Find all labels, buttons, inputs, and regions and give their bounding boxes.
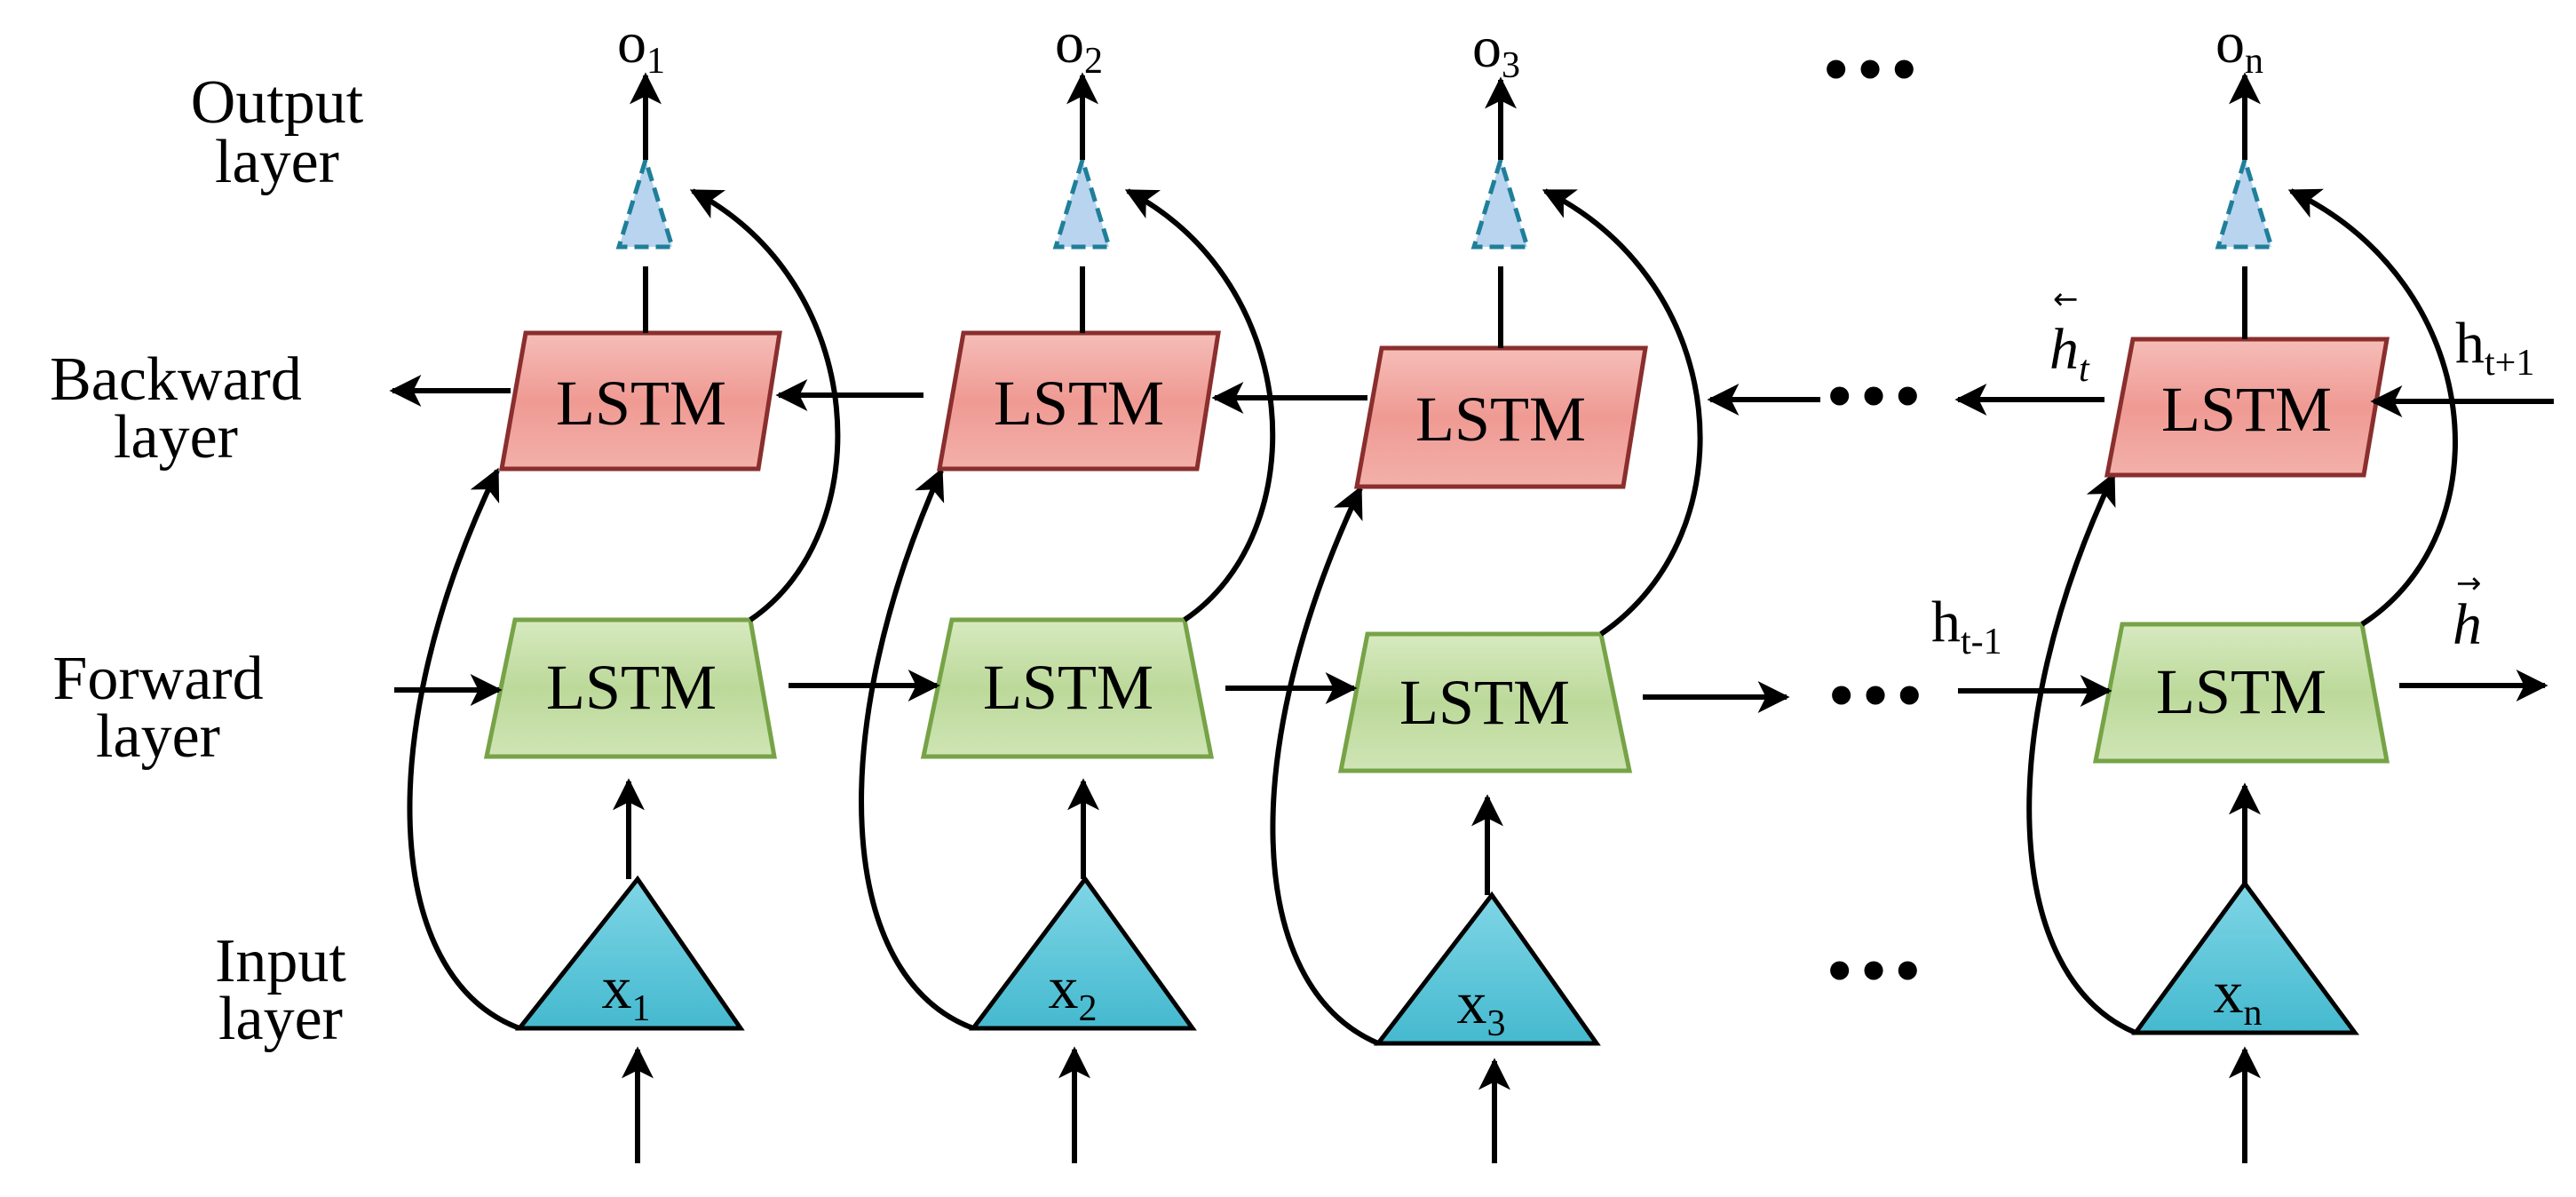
h-backward-arrow-accent: ←	[2053, 281, 2079, 317]
backward-layer-label-line2: layer	[114, 403, 238, 472]
backward-lstm-2	[937, 330, 1221, 472]
output-node-n	[2215, 152, 2275, 250]
output-node-3	[1470, 152, 1531, 250]
h-backward-label: ht	[2049, 317, 2090, 390]
forward-lstm-3	[1337, 631, 1633, 773]
column-3: x3 LSTM LSTM o3	[1270, 15, 1703, 1163]
input-node-2-label: x2	[1049, 954, 1098, 1029]
ellipsis-backward: •••	[1822, 367, 1924, 429]
h-forward-arrow-accent: →	[2456, 566, 2482, 601]
input-node-n	[2131, 879, 2359, 1035]
input-to-backward-curve-2	[859, 467, 975, 1031]
forward-to-output-curve-2	[1124, 188, 1276, 622]
forward-flow-arrows	[394, 670, 2548, 713]
output-label-1: o1	[617, 11, 665, 82]
forward-lstm-3-label: LSTM	[1399, 667, 1570, 738]
backward-lstm-1-label: LSTM	[556, 368, 726, 439]
h-forward-label: h	[2453, 592, 2482, 657]
input-node-2	[969, 875, 1197, 1031]
h-next-label: ht+1	[2455, 311, 2534, 384]
input-node-3-label: x3	[1457, 969, 1506, 1044]
backward-lstm-1	[499, 330, 782, 472]
backward-lstm-2-label: LSTM	[994, 368, 1164, 439]
ellipsis-input: •••	[1822, 941, 1924, 1003]
output-layer-label-line2: layer	[215, 128, 339, 196]
input-layer-label-line1: Input	[215, 927, 346, 995]
backward-lstm-3	[1354, 345, 1648, 489]
input-node-3	[1373, 891, 1601, 1046]
column-2: x2 LSTM LSTM o2	[859, 11, 1276, 1163]
input-layer-label-line2: layer	[218, 985, 343, 1053]
forward-to-output-curve-3	[1542, 188, 1703, 637]
forward-layer-label-line1: Forward	[52, 645, 263, 713]
ellipsis-output: •••	[1819, 40, 1921, 102]
backward-lstm-n	[2104, 337, 2390, 478]
output-layer-label-line1: Output	[191, 68, 364, 137]
input-node-1	[514, 875, 745, 1031]
backward-layer-label-line1: Backward	[50, 345, 302, 414]
output-node-2	[1052, 152, 1113, 250]
backward-flow-arrows	[389, 375, 2554, 417]
ellipsis-marks: ••• ••• ••• •••	[1819, 40, 1926, 1003]
output-label-n: on	[2215, 11, 2263, 82]
input-to-backward-curve-n	[2026, 472, 2137, 1035]
input-node-1-label: x1	[602, 954, 651, 1029]
forward-lstm-1	[483, 617, 777, 759]
forward-lstm-n	[2092, 622, 2390, 764]
input-to-backward-curve-1	[407, 467, 521, 1031]
ellipsis-forward: •••	[1824, 666, 1926, 728]
state-labels: ht ← ht+1 ht-1 h →	[1931, 281, 2534, 662]
forward-lstm-2-label: LSTM	[983, 652, 1153, 723]
output-label-3: o3	[1472, 15, 1520, 86]
column-n: xn LSTM LSTM on	[2026, 11, 2458, 1163]
input-node-n-label: xn	[2214, 958, 2263, 1034]
backward-lstm-n-label: LSTM	[2161, 374, 2332, 445]
output-node-1	[615, 152, 676, 250]
forward-lstm-2	[920, 617, 1215, 759]
column-1: x1 LSTM LSTM o1	[407, 11, 841, 1163]
forward-to-output-curve-1	[689, 188, 841, 622]
h-prev-label: ht-1	[1931, 590, 2002, 662]
forward-lstm-1-label: LSTM	[546, 652, 717, 723]
forward-lstm-n-label: LSTM	[2156, 656, 2326, 727]
forward-to-output-curve-n	[2287, 188, 2458, 627]
input-to-backward-curve-3	[1270, 485, 1380, 1046]
layer-labels: Output layer Backward layer Forward laye…	[50, 68, 364, 1053]
forward-layer-label-line2: layer	[96, 702, 220, 771]
output-label-2: o2	[1055, 11, 1103, 82]
backward-lstm-3-label: LSTM	[1415, 384, 1586, 455]
